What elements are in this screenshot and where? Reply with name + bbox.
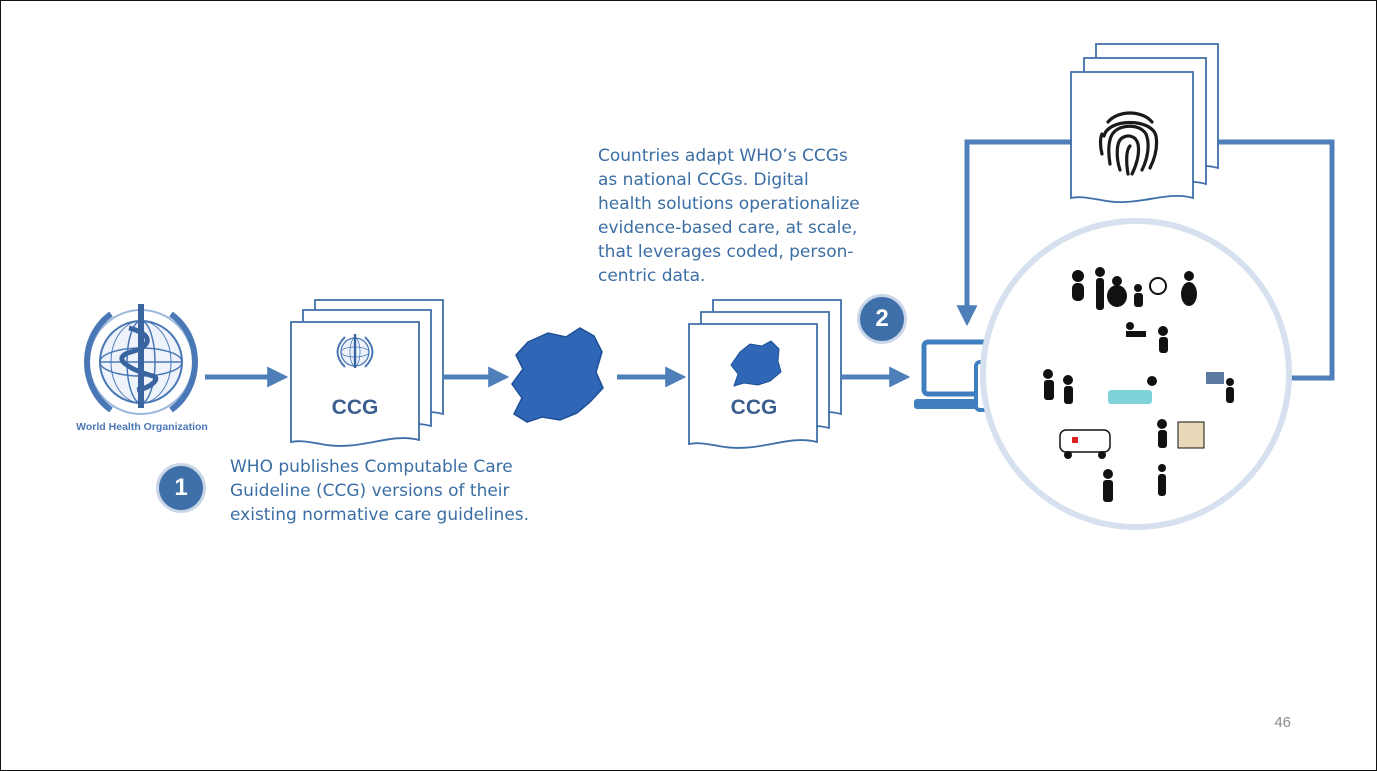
step-2-badge: 2 <box>857 294 907 344</box>
step-2-text: Countries adapt WHO’s CCGs as national C… <box>598 146 860 286</box>
page-number: 46 <box>1274 714 1291 731</box>
who-ccg-label: CCG <box>332 396 379 419</box>
fingerprint-icon <box>1098 111 1159 176</box>
people-care-scenes-icon <box>980 218 1292 530</box>
flow-arrows <box>205 139 1335 388</box>
who-ccg-document-stack: CCG <box>290 299 444 447</box>
country-map-small-icon <box>730 340 782 387</box>
step-1-text: WHO publishes Computable Care Guideline … <box>230 457 530 525</box>
national-ccg-label: CCG <box>731 396 778 419</box>
feedback-arrow <box>956 139 1335 381</box>
step-1-badge: 1 <box>156 463 206 513</box>
who-emblem-icon <box>84 304 198 415</box>
country-map-icon <box>511 327 604 423</box>
who-emblem-small-icon <box>336 334 374 368</box>
national-ccg-document-stack: CCG <box>688 299 842 449</box>
who-label: World Health Organization <box>76 421 208 433</box>
fingerprint-document-stack <box>1070 43 1219 203</box>
